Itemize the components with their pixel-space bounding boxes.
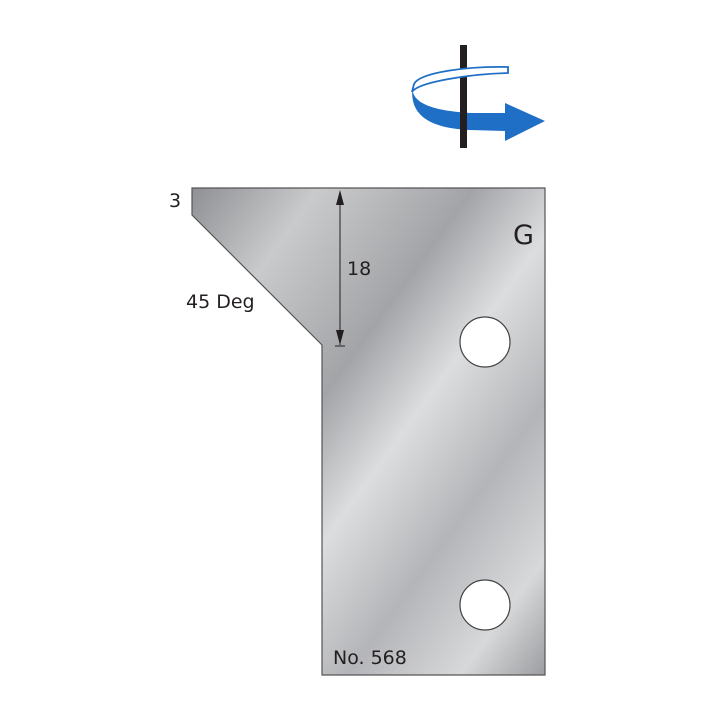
height-label: 18	[347, 258, 372, 280]
mounting-hole-top	[459, 316, 511, 368]
profile-letter: G	[513, 220, 534, 251]
part-number: No. 568	[333, 647, 407, 669]
mounting-hole-bottom	[459, 579, 511, 631]
knife-blade-shape	[191, 187, 546, 676]
angle-label: 45 Deg	[186, 291, 255, 313]
height-dimension-line	[335, 190, 345, 347]
clockwise-rotation-arrow-icon	[411, 45, 545, 148]
top-offset-label: 3	[169, 190, 182, 212]
